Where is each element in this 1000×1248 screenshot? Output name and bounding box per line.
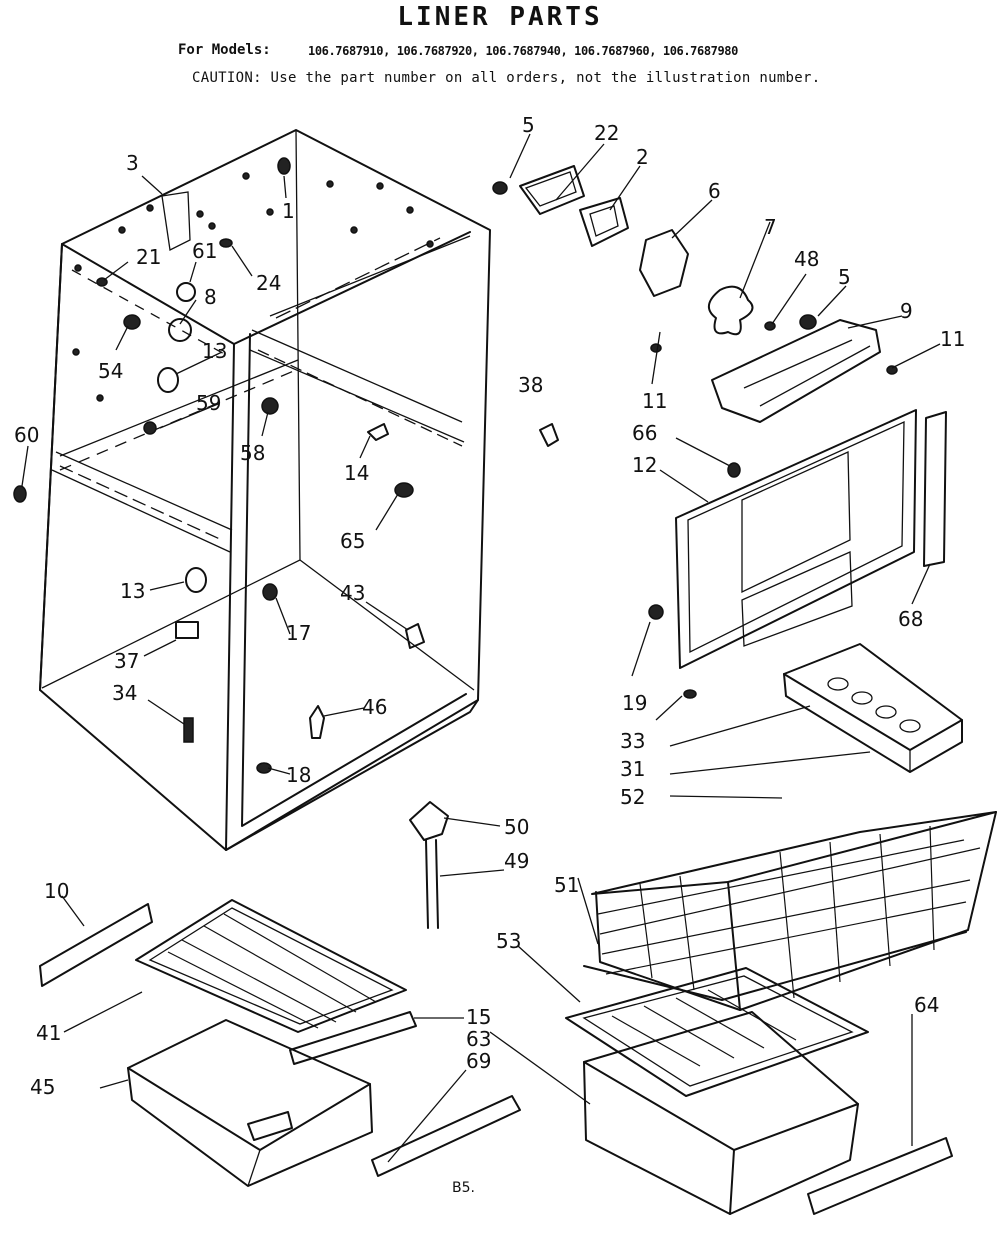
- callout-12: 12: [632, 453, 657, 477]
- models-label: For Models:: [178, 42, 271, 58]
- callout-10: 10: [44, 879, 69, 903]
- caution-note: CAUTION: Use the part number on all orde…: [192, 70, 821, 86]
- callout-labels: 3 1 21 61 24 8 54 13 59 60 58 14 65 13 4…: [14, 113, 965, 1196]
- callout-11b: 11: [642, 389, 667, 413]
- callout-19: 19: [622, 691, 647, 715]
- callout-22: 22: [594, 121, 619, 145]
- callout-37: 37: [114, 649, 139, 673]
- left-crisper-drawing: [127, 899, 407, 1187]
- callout-7: 7: [764, 215, 777, 239]
- callout-48: 48: [794, 247, 819, 271]
- callout-5: 5: [522, 113, 535, 137]
- callout-64: 64: [914, 993, 939, 1017]
- leader-lines: [21, 133, 941, 1163]
- footer-code: B5.: [452, 1180, 475, 1196]
- callout-65: 65: [340, 529, 365, 553]
- callout-6: 6: [708, 179, 721, 203]
- callout-54: 54: [98, 359, 123, 383]
- callout-52: 52: [620, 785, 645, 809]
- callout-68: 68: [898, 607, 923, 631]
- callout-51: 51: [554, 873, 579, 897]
- callout-21: 21: [136, 245, 161, 269]
- callout-18: 18: [286, 763, 311, 787]
- cabinet-liner-drawing: [39, 129, 491, 851]
- callout-58: 58: [240, 441, 265, 465]
- ice-tray-drawing: [783, 643, 963, 773]
- callout-34: 34: [112, 681, 137, 705]
- liner-hardware-parts: [13, 157, 559, 774]
- callout-9: 9: [900, 299, 913, 323]
- callout-1: 1: [282, 199, 295, 223]
- callout-50: 50: [504, 815, 529, 839]
- evaporator-cover-drawing: [648, 409, 947, 699]
- callout-5b: 5: [838, 265, 851, 289]
- callout-13: 13: [202, 339, 227, 363]
- callout-45: 45: [30, 1075, 55, 1099]
- callout-17: 17: [286, 621, 311, 645]
- callout-63: 63: [466, 1027, 491, 1051]
- callout-43: 43: [340, 581, 365, 605]
- callout-66: 66: [632, 421, 657, 445]
- callout-61: 61: [192, 239, 217, 263]
- callout-8: 8: [204, 285, 217, 309]
- callout-49: 49: [504, 849, 529, 873]
- callout-53: 53: [496, 929, 521, 953]
- callout-13: 13: [120, 579, 145, 603]
- fan-assembly-drawing: [492, 165, 898, 423]
- crisper-cover-drawing: [565, 967, 869, 1215]
- callout-15: 15: [466, 1005, 491, 1029]
- drain-tube-drawing: [409, 801, 449, 929]
- callout-59: 59: [196, 391, 221, 415]
- models-list: 106.7687910, 106.7687920, 106.7687940, 1…: [308, 44, 738, 58]
- crisper-rails-drawing: [39, 903, 953, 1215]
- page-title: LINER PARTS: [397, 2, 603, 32]
- callout-38: 38: [518, 373, 543, 397]
- callout-3: 3: [126, 151, 139, 175]
- callout-69: 69: [466, 1049, 491, 1073]
- callout-24: 24: [256, 271, 281, 295]
- callout-60: 60: [14, 423, 39, 447]
- callout-14: 14: [344, 461, 369, 485]
- callout-33: 33: [620, 729, 645, 753]
- callout-41: 41: [36, 1021, 61, 1045]
- wire-shelf-drawing: [583, 811, 997, 1011]
- callout-46: 46: [362, 695, 387, 719]
- callout-31: 31: [620, 757, 645, 781]
- callout-2: 2: [636, 145, 649, 169]
- callout-11a: 11: [940, 327, 965, 351]
